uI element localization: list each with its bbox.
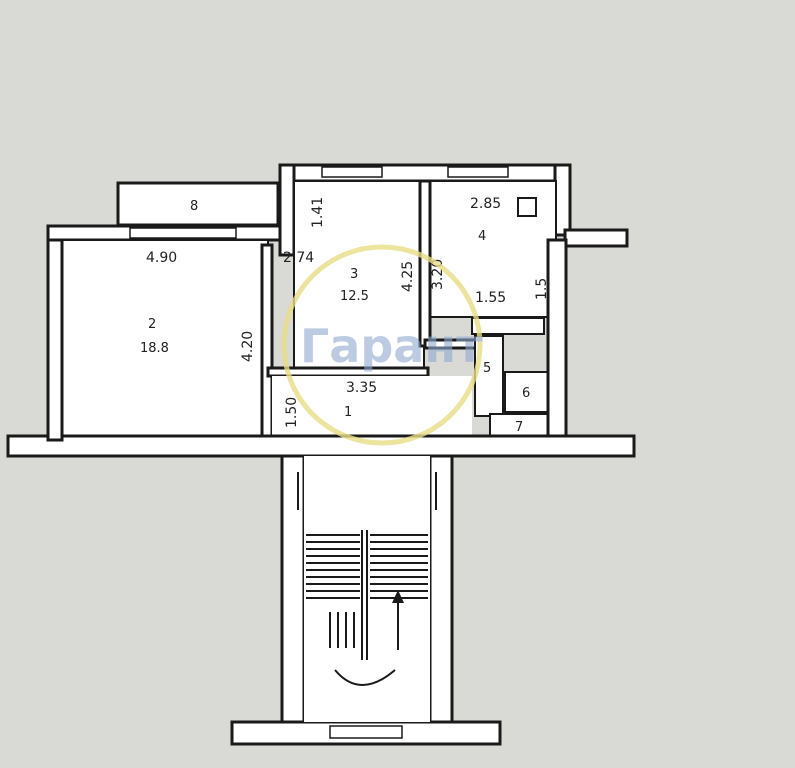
dim-kitchen-width: 2.85 bbox=[470, 196, 501, 212]
right-outer-wall bbox=[546, 238, 568, 442]
bath-number: 6 bbox=[522, 386, 530, 401]
hall-number: 1 bbox=[344, 405, 352, 420]
wc-number: 7 bbox=[515, 420, 523, 435]
dim-living-width: 4.90 bbox=[146, 250, 177, 266]
kitchen-number: 4 bbox=[478, 229, 486, 244]
watermark-ring bbox=[281, 244, 483, 446]
window-bedroom bbox=[321, 166, 383, 178]
bedroom-left-wall bbox=[278, 163, 296, 257]
partition-living bbox=[260, 243, 274, 442]
stairwell bbox=[230, 454, 502, 746]
stair-landing-arc bbox=[334, 669, 396, 686]
dim-bath-side: 1.5 bbox=[534, 278, 550, 300]
stair-wall-left bbox=[280, 454, 306, 728]
bedroom-number: 3 bbox=[350, 267, 358, 282]
dim-hall-width: 3.35 bbox=[346, 380, 377, 396]
bedroom-area: 12.5 bbox=[340, 289, 369, 304]
living-room: 2 18.8 bbox=[61, 239, 269, 437]
dim-living-depth: 4.20 bbox=[240, 331, 256, 362]
living-room-number: 2 bbox=[148, 317, 156, 332]
right-wall-stub bbox=[563, 228, 629, 248]
stair-arrow-head-icon bbox=[392, 590, 404, 603]
dim-hall-depth: 1.50 bbox=[284, 397, 300, 428]
kitchen-right-wall bbox=[553, 163, 572, 237]
storage-shelf bbox=[471, 317, 545, 335]
storage-number: 5 bbox=[483, 361, 491, 376]
left-outer-wall bbox=[46, 238, 64, 442]
dimension-labels: 4.90 4.20 2.74 1.41 4.25 2.85 3.20 1.55 … bbox=[146, 196, 550, 428]
dim-bedroom-side: 1.41 bbox=[310, 197, 326, 228]
dim-bath-width: 1.55 bbox=[475, 290, 506, 306]
dim-bedroom-width: 2.74 bbox=[283, 250, 314, 266]
stair-window bbox=[329, 725, 403, 739]
living-room-area: 18.8 bbox=[140, 341, 169, 356]
balcony-number: 8 bbox=[190, 199, 198, 214]
stove-icon bbox=[517, 197, 537, 217]
dim-bedroom-depth: 4.25 bbox=[400, 261, 416, 292]
watermark-text: Гарант bbox=[300, 319, 483, 373]
bottom-wall bbox=[6, 434, 636, 458]
balcony: 8 bbox=[116, 181, 280, 227]
window-kitchen bbox=[447, 166, 509, 178]
watermark: Гарант bbox=[281, 244, 483, 446]
window-living bbox=[129, 227, 237, 239]
stair-wall-right bbox=[428, 454, 454, 728]
